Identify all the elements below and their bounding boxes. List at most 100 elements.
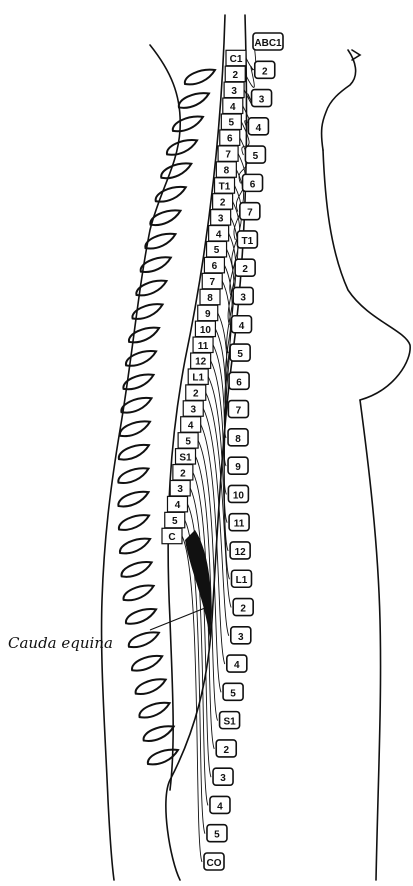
cord-segment-label: 7: [209, 277, 215, 288]
vertebra-label-23: 4: [227, 655, 247, 672]
cord-segment-21: L1: [188, 369, 208, 384]
cord-segment-label: 4: [175, 500, 181, 511]
cord-segment-11: 3: [211, 210, 231, 225]
vertebra-label-9: 2: [235, 259, 255, 276]
spinous-process: [185, 70, 215, 85]
vertebra-label-1: ABC1: [253, 33, 283, 50]
cord-segment-27: 2: [173, 465, 193, 480]
vertebra-label-text: 2: [223, 745, 229, 756]
spinous-process: [120, 539, 150, 554]
spinous-process: [121, 562, 151, 577]
vertebra-label-text: ABC1: [254, 38, 282, 49]
cauda-equina-mass: [185, 530, 211, 640]
vertebra-label-text: 3: [259, 95, 265, 106]
cord-segment-26: S1: [176, 449, 196, 464]
cord-segment-label: 10: [200, 325, 212, 336]
cord-segment-10: 2: [213, 194, 233, 209]
jaw-outline: [352, 50, 360, 60]
cord-segment-15: 7: [202, 273, 222, 288]
vertebra-label-text: 4: [256, 123, 262, 134]
cord-segment-label: 12: [195, 357, 207, 368]
vertebra-label-text: 3: [238, 632, 244, 643]
cord-segment-label: 8: [207, 293, 213, 304]
vertebra-label-3: 3: [252, 90, 272, 107]
cord-segment-3: 3: [224, 82, 244, 97]
cord-segment-22: 2: [186, 385, 206, 400]
vertebra-label-text: 8: [235, 434, 241, 445]
spinous-process: [139, 703, 169, 718]
vertebra-label-text: 10: [233, 490, 245, 501]
spinous-process: [173, 117, 203, 132]
cord-segment-label: 4: [216, 229, 222, 240]
vertebra-label-text: L1: [236, 575, 248, 586]
cord-segment-1: C1: [226, 50, 246, 65]
caption-pointer: [150, 608, 205, 630]
back-outline: [102, 45, 181, 880]
cord-segment-25: 5: [178, 433, 198, 448]
cord-segment-label: 6: [227, 134, 233, 145]
cord-segment-17: 9: [198, 305, 218, 320]
vertebra-label-26: 2: [216, 740, 236, 757]
vertebra-label-text: 9: [235, 462, 241, 473]
vertebra-label-text: 7: [236, 406, 242, 417]
vertebra-label-18: 11: [229, 514, 249, 531]
vertebra-label-11: 4: [231, 316, 251, 333]
spinous-process: [161, 163, 191, 178]
spinous-process: [167, 140, 197, 155]
cord-segment-label: 2: [232, 70, 238, 81]
cord-segment-label: T1: [219, 181, 231, 192]
vertebra-label-6: 6: [243, 174, 263, 191]
cord-segment-19: 11: [193, 337, 213, 352]
cord-segment-8: 8: [216, 162, 236, 177]
cord-segment-6: 6: [220, 130, 240, 145]
spinous-process: [120, 421, 150, 436]
spinous-process: [144, 726, 174, 741]
chest-outline: [323, 150, 410, 400]
cord-segment-29: 4: [167, 496, 187, 511]
vertebra-label-text: 4: [217, 801, 223, 812]
vertebra-label-27: 3: [213, 768, 233, 785]
spinous-process: [118, 492, 148, 507]
spinous-process: [118, 468, 148, 483]
cord-segment-label: 9: [205, 309, 211, 320]
cord-segment-label: 11: [198, 341, 209, 352]
cord-segment-label: 4: [230, 102, 236, 113]
vertebra-label-15: 8: [228, 429, 248, 446]
vertebra-label-8: T1: [237, 231, 257, 248]
vertebra-label-25: S1: [220, 712, 240, 729]
cord-segment-label: 3: [231, 86, 237, 97]
cord-segment-label: 5: [214, 245, 220, 256]
vertebra-label-text: 3: [240, 292, 246, 303]
vertebra-label-text: 6: [236, 377, 242, 388]
cord-segment-16: 8: [200, 289, 220, 304]
cord-segment-12: 4: [209, 226, 229, 241]
cauda-equina-caption: Cauda equina: [8, 634, 113, 652]
vertebra-label-text: 2: [242, 264, 248, 275]
cord-segment-23: 3: [183, 401, 203, 416]
cord-segment-label: C1: [230, 54, 243, 65]
cord-segment-4: 4: [223, 98, 243, 113]
cord-segment-label: 5: [229, 118, 235, 129]
vertebra-label-30: CO: [204, 853, 224, 870]
vertebra-label-text: S1: [223, 717, 236, 728]
cord-segment-7: 7: [218, 146, 238, 161]
cord-segment-label: 5: [185, 436, 191, 447]
vertebra-label-19: 12: [230, 542, 250, 559]
spinous-process: [136, 679, 166, 694]
vertebra-label-text: 4: [234, 660, 240, 671]
spinous-process: [129, 632, 159, 647]
spinous-process: [123, 586, 153, 601]
vertebra-label-text: T1: [242, 236, 254, 247]
vertebra-label-13: 6: [229, 372, 249, 389]
cord-segment-label: 2: [180, 468, 186, 479]
cord-segment-label: 2: [193, 389, 199, 400]
spinous-process: [179, 93, 209, 108]
vertebra-label-text: 5: [214, 830, 220, 841]
cord-segment-label: 6: [212, 261, 218, 272]
cord-segment-label: 7: [225, 150, 231, 161]
cord-segment-label: 2: [220, 197, 226, 208]
vertebra-label-text: 2: [240, 604, 246, 615]
cord-segment-30: 5: [165, 512, 185, 527]
vertebra-label-text: 5: [237, 349, 243, 360]
